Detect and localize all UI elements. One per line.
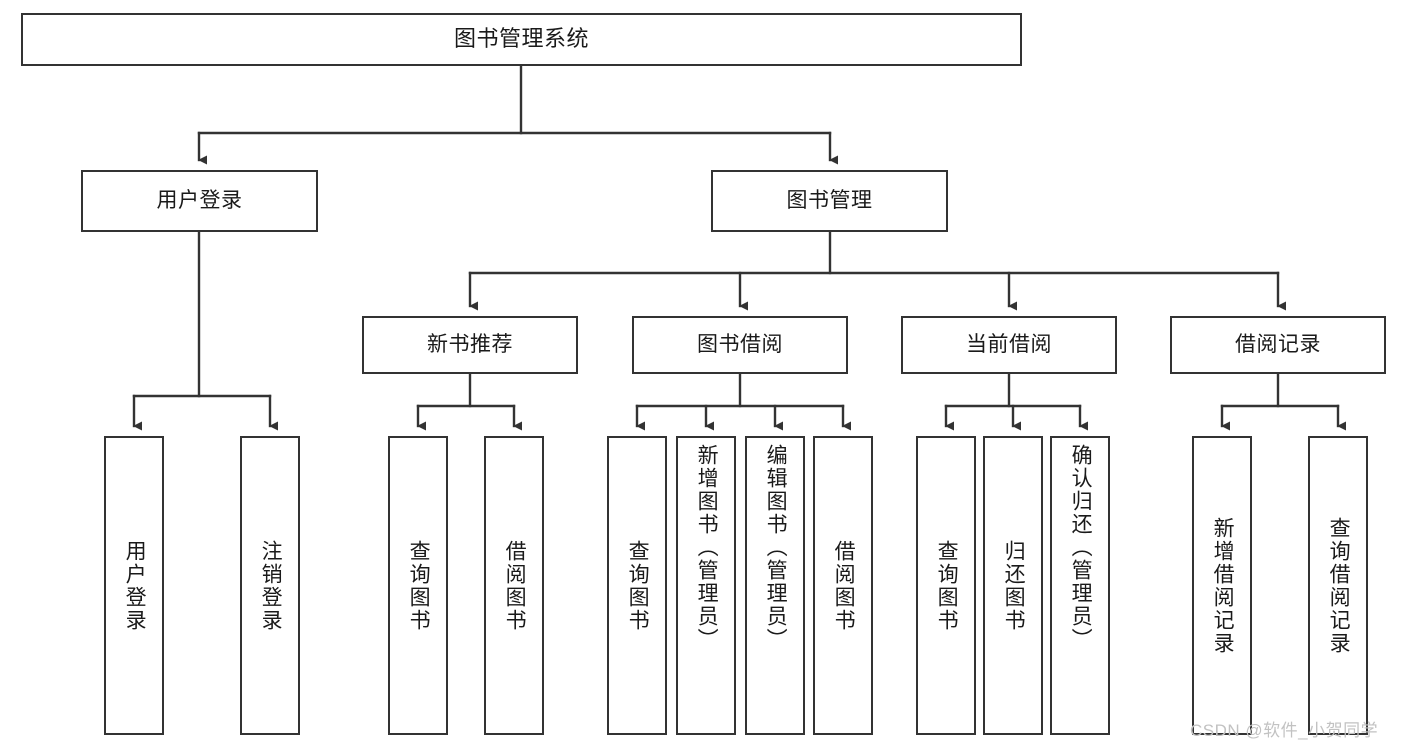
node-label: 图书管理 — [786, 189, 873, 213]
node-root-book-management-system[interactable]: 图书管理系统 — [21, 13, 1022, 66]
node-book-borrow[interactable]: 图书借阅 — [632, 316, 848, 374]
node-label: 查询借阅记录 — [1327, 516, 1351, 655]
node-leaf-borrow-book-recommend[interactable]: 借阅图书 — [484, 436, 544, 735]
node-leaf-user-login[interactable]: 用户登录 — [104, 436, 164, 735]
node-label: 图书借阅 — [697, 333, 783, 357]
node-label: 借阅图书 — [503, 539, 527, 632]
node-label: 查询图书 — [626, 539, 650, 632]
node-label: 编辑图书（管理员） — [764, 444, 788, 651]
node-label: 用户登录 — [123, 539, 147, 632]
node-label: 确认归还（管理员） — [1069, 444, 1093, 651]
node-book-management[interactable]: 图书管理 — [711, 170, 948, 232]
csdn-watermark: CSDN @软件_小贺同学 — [1190, 721, 1379, 740]
node-label: 查询图书 — [935, 539, 959, 632]
node-label: 新增图书（管理员） — [695, 444, 719, 651]
node-label: 新书推荐 — [427, 333, 513, 357]
node-label: 借阅图书 — [832, 539, 856, 632]
node-leaf-query-book-borrow[interactable]: 查询图书 — [607, 436, 667, 735]
node-label: 归还图书 — [1002, 539, 1026, 632]
node-leaf-edit-book-admin[interactable]: 编辑图书（管理员） — [745, 436, 805, 735]
node-leaf-query-borrow-record[interactable]: 查询借阅记录 — [1308, 436, 1368, 735]
node-leaf-query-book-recommend[interactable]: 查询图书 — [388, 436, 448, 735]
node-user-login[interactable]: 用户登录 — [81, 170, 318, 232]
node-new-book-recommend[interactable]: 新书推荐 — [362, 316, 578, 374]
node-leaf-confirm-return-admin[interactable]: 确认归还（管理员） — [1050, 436, 1110, 735]
node-label: 用户登录 — [156, 189, 243, 213]
node-borrow-record[interactable]: 借阅记录 — [1170, 316, 1386, 374]
node-label: 查询图书 — [407, 539, 431, 632]
node-current-borrow[interactable]: 当前借阅 — [901, 316, 1117, 374]
node-label: 当前借阅 — [966, 333, 1052, 357]
node-label: 注销登录 — [259, 539, 283, 632]
node-leaf-borrow-book[interactable]: 借阅图书 — [813, 436, 873, 735]
node-leaf-logout-login[interactable]: 注销登录 — [240, 436, 300, 735]
node-leaf-query-book-current[interactable]: 查询图书 — [916, 436, 976, 735]
node-label: 图书管理系统 — [453, 26, 589, 52]
node-label: 借阅记录 — [1235, 333, 1321, 357]
node-label: 新增借阅记录 — [1211, 516, 1235, 655]
node-leaf-add-borrow-record[interactable]: 新增借阅记录 — [1192, 436, 1252, 735]
node-leaf-add-book-admin[interactable]: 新增图书（管理员） — [676, 436, 736, 735]
node-leaf-return-book[interactable]: 归还图书 — [983, 436, 1043, 735]
